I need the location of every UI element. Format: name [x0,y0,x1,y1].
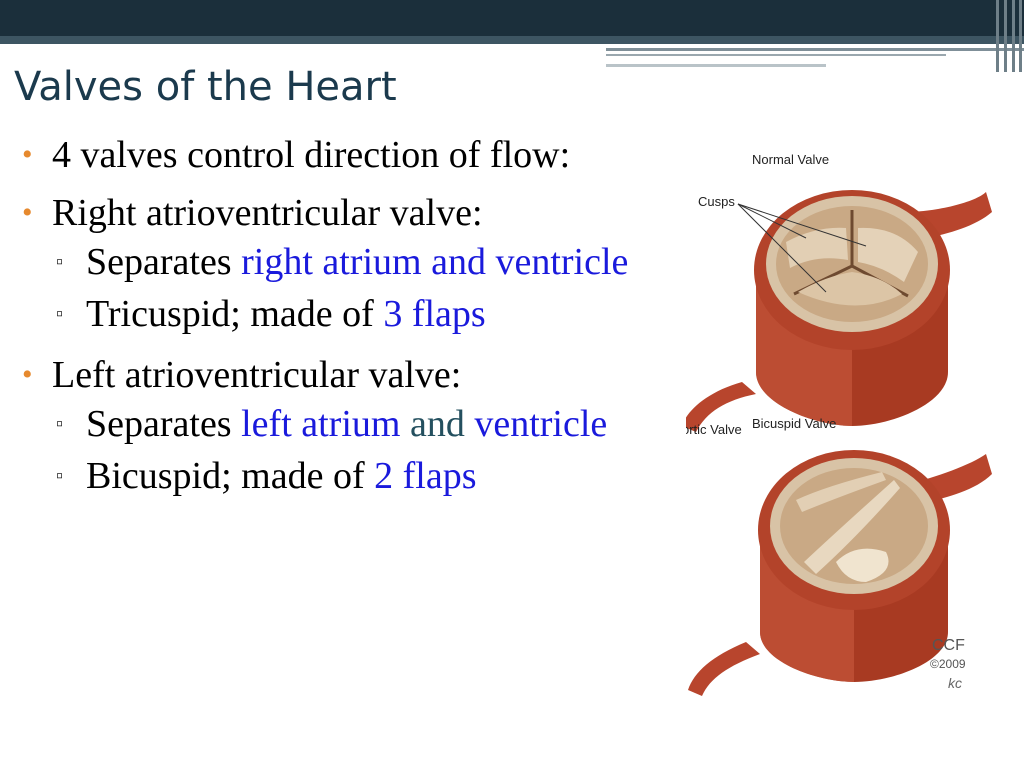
normal-valve-label: Normal Valve [752,152,829,167]
header-stripe [0,36,1024,44]
highlight-text: ventricle [464,403,608,445]
bullet-marker: • [22,138,33,171]
sub-bullet-marker: ▫ [56,465,64,487]
bullet-marker: • [22,196,33,229]
highlight-text: 2 flaps [374,455,477,497]
sub-bullet-text: Bicuspid; made of [86,455,375,497]
bullet-item: • Left atrioventricular valve: ▫ Separat… [22,352,742,502]
slide-title: Valves of the Heart [14,64,397,110]
sub-bullet-item: ▫ Tricuspid; made of 3 flaps [22,288,742,340]
sub-bullet-item: ▫ Separates right atrium and ventricle [22,236,676,288]
bullet-item: • Right atrioventricular valve: ▫ Separa… [22,190,742,340]
bullet-marker: • [22,358,33,391]
highlight-text: 3 flaps [383,293,486,335]
sub-bullet-marker: ▫ [56,413,64,435]
header-rule [606,48,1024,51]
sub-bullet-item: ▫ Separates left atrium and ventricle [22,398,656,450]
highlight-text: left atrium [241,403,401,445]
sub-bullet-text: and [400,403,465,445]
bullet-text: 4 valves control direction of flow: [52,134,571,176]
bullet-text: Left atrioventricular valve: [52,354,462,396]
header-rule [606,64,826,67]
bicuspid-valve-label: Bicuspid Valve [752,416,836,431]
artist-signature: kc [948,675,962,691]
bullet-text: Right atrioventricular valve: [52,192,483,234]
sub-bullet-list: ▫ Separates right atrium and ventricle ▫… [52,236,742,340]
heart-valve-illustration: Normal Valve Cusps ortic Valve Bicuspid … [686,152,992,696]
highlight-text: right atrium and [241,241,486,283]
bicuspid-valve-image [688,450,992,696]
cusps-label: Cusps [698,194,735,209]
bullet-item: • 4 valves control direction of flow: [22,132,742,178]
header-rule [606,54,946,56]
credit-year: ©2009 [930,657,966,671]
sub-bullet-text: Separates [86,241,242,283]
header-bar [0,0,1024,36]
credit-label: CCF [932,637,965,654]
sub-bullet-text: Tricuspid; made of [86,293,384,335]
sub-bullet-item: ▫ Bicuspid; made of 2 flaps [22,450,742,502]
sub-bullet-list: ▫ Separates left atrium and ventricle ▫ … [52,398,742,502]
corner-decoration [990,0,1024,72]
sub-bullet-marker: ▫ [56,303,64,325]
highlight-text: ventricle [485,241,629,283]
aortic-valve-label: ortic Valve [686,422,742,437]
tricuspid-valve-image [686,190,992,432]
sub-bullet-text: Separates [86,403,242,445]
bullet-list: • 4 valves control direction of flow: • … [22,132,742,514]
sub-bullet-marker: ▫ [56,251,64,273]
